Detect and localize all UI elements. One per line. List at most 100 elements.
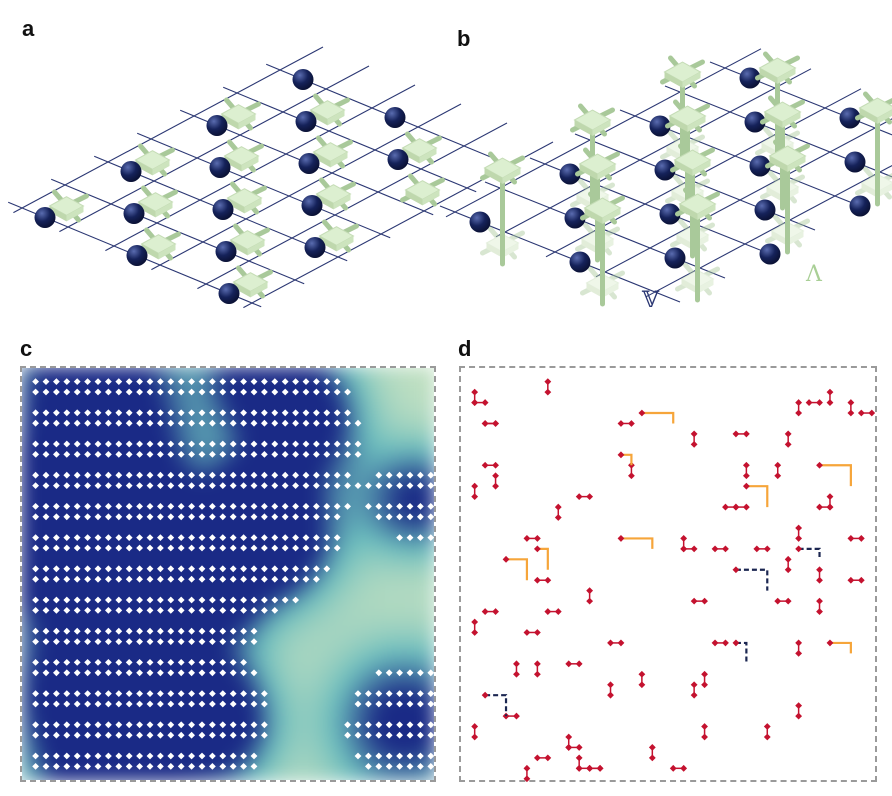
defect-marker xyxy=(125,659,133,666)
defect-marker xyxy=(136,534,143,541)
check-plaquette xyxy=(314,219,359,253)
defect-marker xyxy=(229,565,237,573)
defect-marker xyxy=(344,503,351,510)
defect-marker xyxy=(32,763,39,770)
defect-marker xyxy=(32,752,39,760)
defect-marker xyxy=(63,627,71,635)
defect-marker xyxy=(354,752,362,760)
defect-marker xyxy=(136,627,143,635)
defect-marker xyxy=(115,451,123,458)
defect-marker xyxy=(94,669,102,677)
defect-marker xyxy=(240,669,247,677)
defect-marker xyxy=(417,471,424,479)
defect-marker xyxy=(125,627,133,635)
dimer-end xyxy=(607,681,614,689)
defect-marker xyxy=(240,419,247,427)
defect-marker xyxy=(219,440,227,448)
defect-marker xyxy=(396,534,403,541)
dimer-end xyxy=(690,597,698,605)
defect-marker xyxy=(271,409,279,417)
defect-marker xyxy=(250,482,258,489)
defect-marker xyxy=(63,534,71,541)
defect-marker xyxy=(177,659,185,666)
defect-marker xyxy=(136,565,143,573)
defect-marker xyxy=(157,544,164,552)
defect-marker xyxy=(157,482,164,489)
defect-marker xyxy=(157,721,164,729)
defect-marker xyxy=(73,534,81,541)
defect-marker xyxy=(302,451,310,458)
check-plaquette-upper xyxy=(855,91,892,125)
defect-marker xyxy=(42,565,50,573)
defect-marker xyxy=(63,378,71,385)
defect-marker xyxy=(94,440,102,448)
defect-marker xyxy=(354,451,362,458)
qubit-node xyxy=(295,111,317,132)
defect-marker xyxy=(84,669,91,677)
string-loop xyxy=(735,641,748,664)
defect-marker xyxy=(53,659,60,666)
dimer-end xyxy=(774,461,782,469)
string-loop xyxy=(620,453,633,466)
defect-marker xyxy=(188,471,195,479)
dimer-end xyxy=(586,587,594,595)
defect-marker xyxy=(146,763,154,770)
dimer-end xyxy=(575,764,583,772)
defect-marker xyxy=(219,544,227,552)
defect-marker xyxy=(84,503,91,510)
defect-marker xyxy=(146,440,154,448)
dimer-end xyxy=(565,660,573,668)
defect-marker xyxy=(167,482,175,489)
defect-marker xyxy=(73,752,81,760)
defect-marker xyxy=(406,482,414,489)
defect-marker xyxy=(219,669,227,677)
qubit-node xyxy=(754,199,776,221)
defect-marker xyxy=(198,513,206,521)
defect-marker xyxy=(73,388,81,396)
defect-marker xyxy=(167,565,175,573)
panel-c-heatmap xyxy=(20,366,436,782)
dimer-end xyxy=(857,409,865,417)
defect-marker xyxy=(198,534,206,541)
defect-marker xyxy=(302,419,310,427)
defect-marker xyxy=(105,471,112,479)
dimer-end xyxy=(586,493,594,501)
defect-marker xyxy=(167,471,175,479)
dimer-end xyxy=(732,566,740,574)
defect-marker xyxy=(375,700,383,708)
defect-marker xyxy=(417,731,424,739)
defect-marker xyxy=(406,690,414,697)
defect-marker xyxy=(219,731,227,739)
defect-marker xyxy=(229,638,237,645)
qubit-node xyxy=(559,163,581,185)
dimer-end xyxy=(795,409,803,417)
defect-marker xyxy=(209,731,216,739)
defect-marker xyxy=(73,471,81,479)
defect-marker xyxy=(136,731,143,739)
defect-marker xyxy=(105,607,112,614)
defect-marker xyxy=(105,565,112,573)
defect-marker xyxy=(105,378,112,385)
defect-marker xyxy=(188,513,195,521)
defect-marker xyxy=(396,690,403,697)
defect-marker xyxy=(198,659,206,666)
defect-marker xyxy=(115,721,123,729)
defect-marker xyxy=(323,565,331,573)
defect-marker xyxy=(188,607,195,614)
defect-marker xyxy=(219,575,227,583)
defect-marker xyxy=(250,575,258,583)
defect-marker xyxy=(250,378,258,385)
defect-marker xyxy=(146,607,154,614)
defect-marker xyxy=(375,513,383,521)
defect-marker xyxy=(84,607,91,614)
defect-marker xyxy=(115,659,123,666)
defect-marker xyxy=(105,513,112,521)
dimer-end xyxy=(795,524,803,532)
defect-marker xyxy=(281,544,289,552)
defect-marker xyxy=(240,482,247,489)
defect-marker xyxy=(167,440,175,448)
dimer-end xyxy=(857,535,865,542)
defect-marker xyxy=(229,700,237,708)
dimer-end xyxy=(533,576,541,584)
defect-marker xyxy=(385,669,393,677)
